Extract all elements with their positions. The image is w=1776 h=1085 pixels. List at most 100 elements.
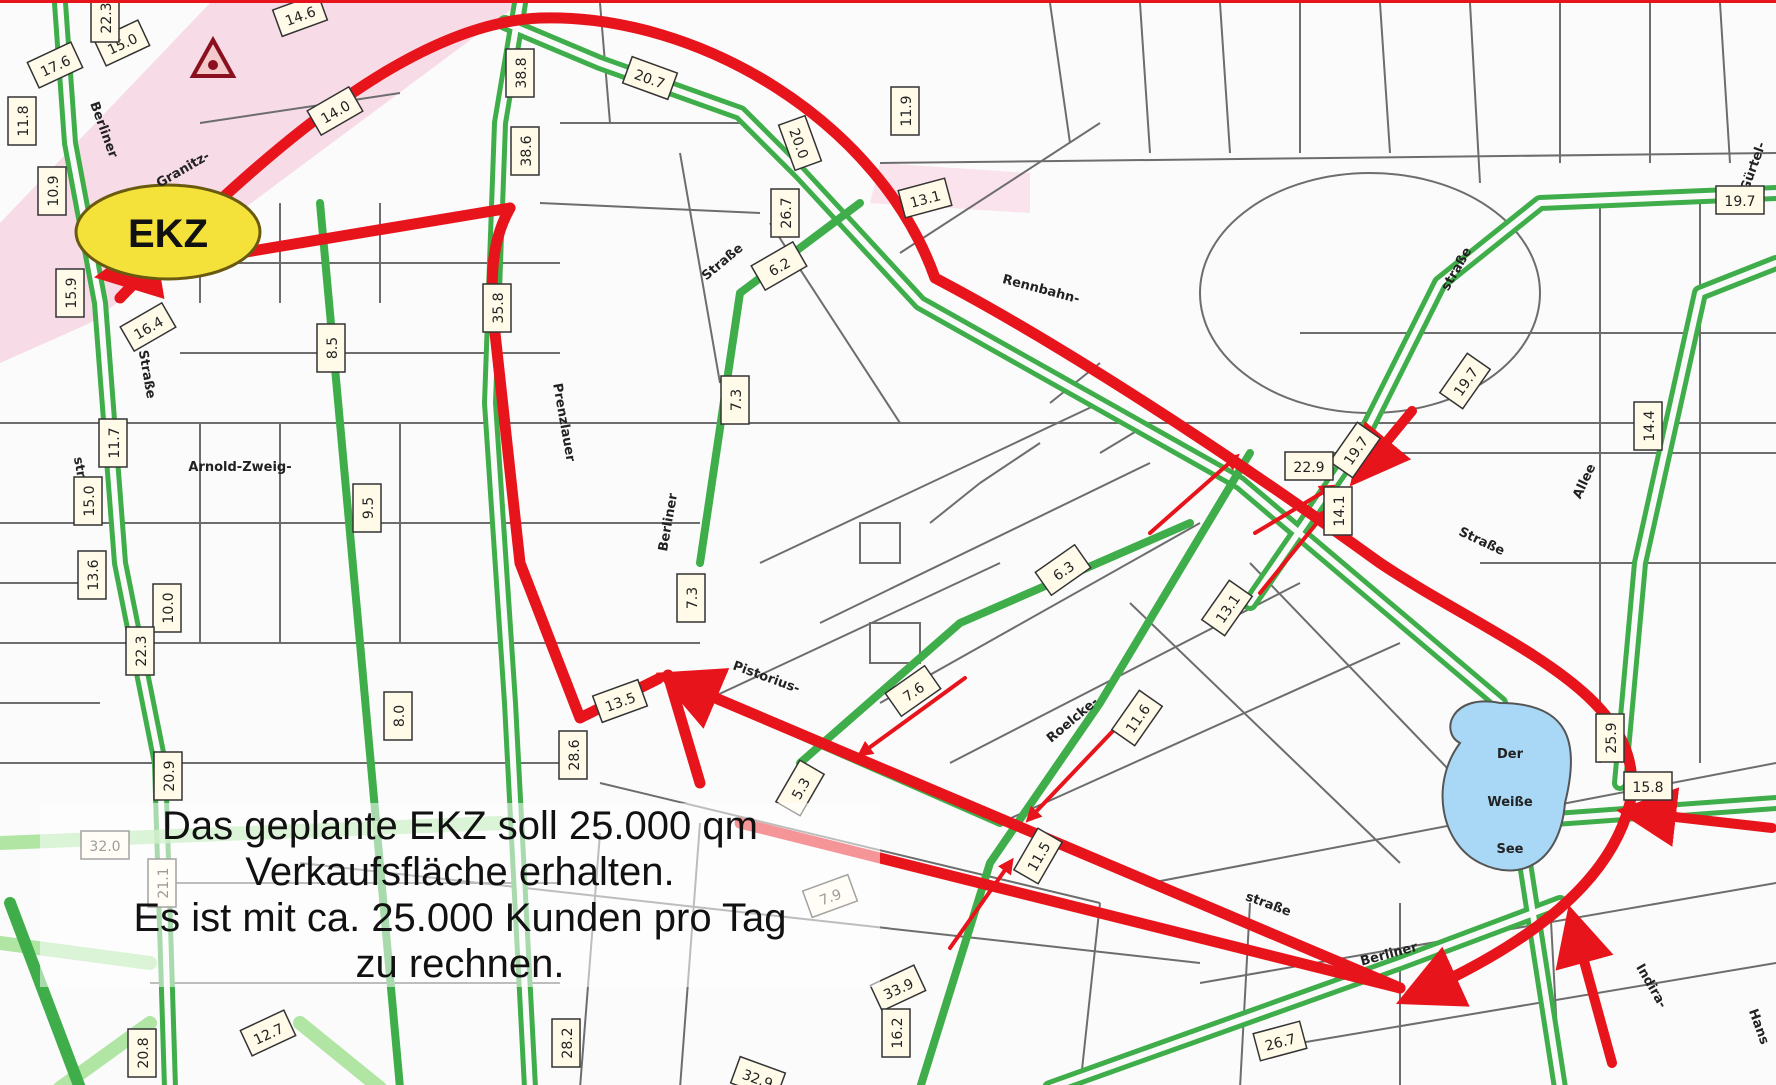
traffic-count-label: 19.7: [1328, 421, 1382, 479]
traffic-count-label: 13.6: [77, 550, 107, 600]
traffic-count-label: 22.9: [1284, 451, 1334, 481]
street-name-label: Straße: [699, 241, 746, 284]
street-name-label: Straße: [1456, 525, 1507, 559]
svg-text:7.3: 7.3: [685, 587, 701, 609]
svg-text:15.8: 15.8: [1632, 780, 1663, 796]
traffic-count-label: 35.8: [482, 283, 512, 333]
traffic-count-label: 26.7: [1252, 1020, 1308, 1062]
traffic-count-label: 11.5: [1012, 827, 1064, 885]
lake-label-line: See: [1497, 842, 1524, 857]
svg-text:28.2: 28.2: [560, 1027, 576, 1058]
traffic-count-label: 20.9: [153, 751, 183, 801]
svg-text:20.9: 20.9: [162, 760, 178, 791]
svg-text:25.9: 25.9: [1604, 722, 1620, 753]
svg-text:28.6: 28.6: [567, 739, 583, 770]
svg-text:14.4: 14.4: [1642, 410, 1658, 441]
traffic-map[interactable]: EKZ BerlinerStraßePrenzlauerBerlinerStra…: [0, 3, 1776, 1085]
svg-text:15.9: 15.9: [64, 277, 80, 308]
hazard-sign-icon: [189, 35, 237, 78]
traffic-count-label: 15.0: [93, 19, 151, 67]
lake-label-line: Der: [1497, 747, 1524, 762]
street-name-label: Straße: [135, 349, 158, 400]
svg-text:10.9: 10.9: [46, 175, 62, 206]
svg-text:8.5: 8.5: [325, 337, 341, 359]
svg-text:22.9: 22.9: [1293, 460, 1324, 476]
traffic-count-label: 26.7: [770, 188, 800, 238]
svg-text:22.3: 22.3: [134, 635, 150, 666]
svg-text:20.8: 20.8: [136, 1037, 152, 1068]
svg-text:13.1: 13.1: [908, 188, 942, 212]
lake-label-line: Weiße: [1487, 795, 1532, 810]
traffic-count-label: 22.3: [90, 3, 120, 43]
traffic-count-label: 15.0: [73, 476, 103, 526]
traffic-count-label: 11.7: [98, 418, 128, 468]
street-name-label: straße: [1243, 890, 1293, 920]
svg-text:11.7: 11.7: [107, 427, 123, 458]
traffic-count-label: 19.7: [1438, 352, 1492, 410]
svg-text:9.5: 9.5: [361, 497, 377, 519]
traffic-count-label: 14.4: [1633, 401, 1663, 451]
traffic-count-label: 13.1: [897, 177, 953, 219]
traffic-count-label: 6.2: [750, 240, 808, 292]
caption-box: Das geplante EKZ soll 25.000 qm Verkaufs…: [40, 803, 880, 987]
traffic-count-label: 38.8: [505, 48, 535, 98]
traffic-count-label: 14.6: [271, 3, 329, 38]
svg-text:19.7: 19.7: [1724, 194, 1755, 210]
traffic-count-label: 15.9: [55, 268, 85, 318]
svg-text:14.1: 14.1: [1332, 495, 1348, 526]
traffic-count-label: 8.0: [383, 691, 413, 741]
svg-text:11.8: 11.8: [16, 105, 32, 136]
svg-text:7.3: 7.3: [729, 389, 745, 411]
svg-text:8.0: 8.0: [392, 705, 408, 727]
traffic-count-label: 11.8: [7, 96, 37, 146]
traffic-count-label: 14.1: [1323, 486, 1353, 536]
ekz-location-marker[interactable]: EKZ: [74, 183, 262, 281]
traffic-count-label: 22.3: [125, 626, 155, 676]
traffic-count-label: 7.3: [720, 375, 750, 425]
svg-text:35.8: 35.8: [491, 292, 507, 323]
traffic-count-label: 7.6: [884, 664, 942, 718]
lake-weisser-see: [1441, 700, 1572, 872]
traffic-count-label: 12.7: [239, 1009, 297, 1057]
street-name-label: Rennbahn-: [1001, 272, 1082, 307]
traffic-count-label: 7.3: [676, 573, 706, 623]
traffic-count-label: 20.8: [127, 1028, 157, 1078]
caption-line-1: Das geplante EKZ soll 25.000 qm: [162, 804, 758, 848]
traffic-count-label: 20.0: [777, 114, 823, 172]
svg-text:13.6: 13.6: [86, 559, 102, 590]
traffic-count-label: 19.7: [1715, 185, 1765, 215]
traffic-count-label: 20.7: [621, 55, 679, 101]
street-name-label: Pistorius-: [731, 659, 802, 697]
traffic-count-label: 9.5: [352, 483, 382, 533]
traffic-count-label: 25.9: [1595, 713, 1625, 763]
svg-text:38.8: 38.8: [514, 57, 530, 88]
traffic-count-label: 38.6: [510, 126, 540, 176]
svg-text:26.7: 26.7: [1263, 1031, 1297, 1055]
traffic-count-label: 28.2: [551, 1018, 581, 1068]
traffic-count-label: 13.5: [591, 678, 649, 724]
svg-text:26.7: 26.7: [779, 197, 795, 228]
traffic-count-label: 16.4: [119, 301, 177, 353]
svg-text:38.6: 38.6: [519, 135, 535, 166]
street-name-label: Arnold-Zweig-: [188, 460, 291, 475]
svg-text:22.3: 22.3: [99, 3, 115, 34]
street-name-label: Hans: [1745, 1007, 1772, 1047]
svg-text:16.2: 16.2: [890, 1017, 906, 1048]
traffic-count-label: 32.9: [729, 1055, 787, 1085]
traffic-count-label: 16.2: [881, 1008, 911, 1058]
traffic-count-label: 11.9: [890, 86, 920, 136]
svg-text:10.0: 10.0: [161, 592, 177, 623]
traffic-count-label: 11.6: [1110, 689, 1164, 747]
ekz-label: EKZ: [128, 212, 208, 256]
svg-text:11.9: 11.9: [899, 95, 915, 126]
traffic-count-label: 17.6: [26, 41, 84, 89]
traffic-count-label: 10.0: [152, 583, 182, 633]
traffic-count-label: 8.5: [316, 323, 346, 373]
street-name-label: Allee: [1570, 462, 1599, 502]
traffic-count-label: 15.8: [1623, 771, 1673, 801]
traffic-count-label: 6.3: [1034, 543, 1092, 597]
caption-line-3: Es ist mit ca. 25.000 Kunden pro Tag: [133, 896, 787, 940]
